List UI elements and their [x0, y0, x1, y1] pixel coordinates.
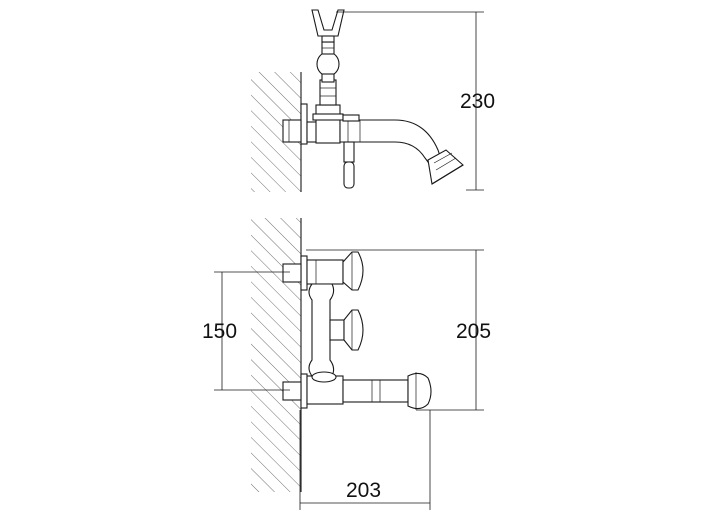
dimension-label-203: 203: [346, 479, 381, 502]
dimension-205: 205: [306, 249, 491, 411]
mixer-top-view: [282, 251, 432, 410]
dimension-label-150: 150: [202, 320, 237, 343]
dimension-label-205: 205: [456, 320, 491, 343]
dimension-230: 230: [336, 11, 495, 191]
faucet-side-view: [282, 9, 464, 189]
dimension-label-230: 230: [460, 90, 495, 113]
dimension-150: 150: [202, 271, 290, 391]
wall-section-bottom: [251, 218, 302, 492]
dimension-203: 203: [299, 410, 431, 510]
